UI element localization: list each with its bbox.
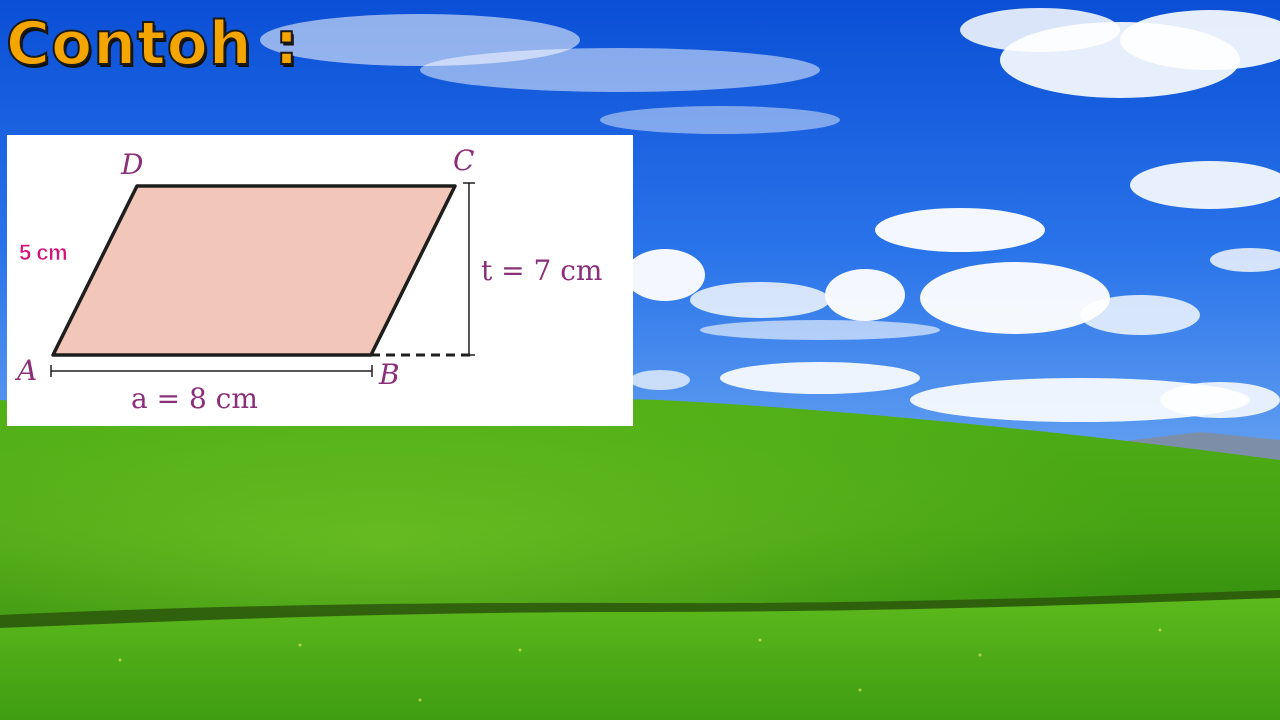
vertex-label-a: A (17, 354, 38, 387)
height-label: t = 7 cm (481, 254, 603, 287)
vertex-label-b: B (379, 358, 400, 391)
parallelogram-shape (51, 184, 457, 357)
parallelogram-diagram: D C A B t = 7 cm a = 8 cm 5 cm (7, 135, 633, 426)
base-label: a = 8 cm (131, 382, 258, 415)
vertex-label-d: D (121, 148, 144, 181)
side-length-label: 5 cm (19, 240, 68, 265)
slide-title: Contoh : (5, 9, 300, 79)
vertex-label-c: C (453, 144, 475, 177)
parallelogram-figure (50, 182, 475, 377)
